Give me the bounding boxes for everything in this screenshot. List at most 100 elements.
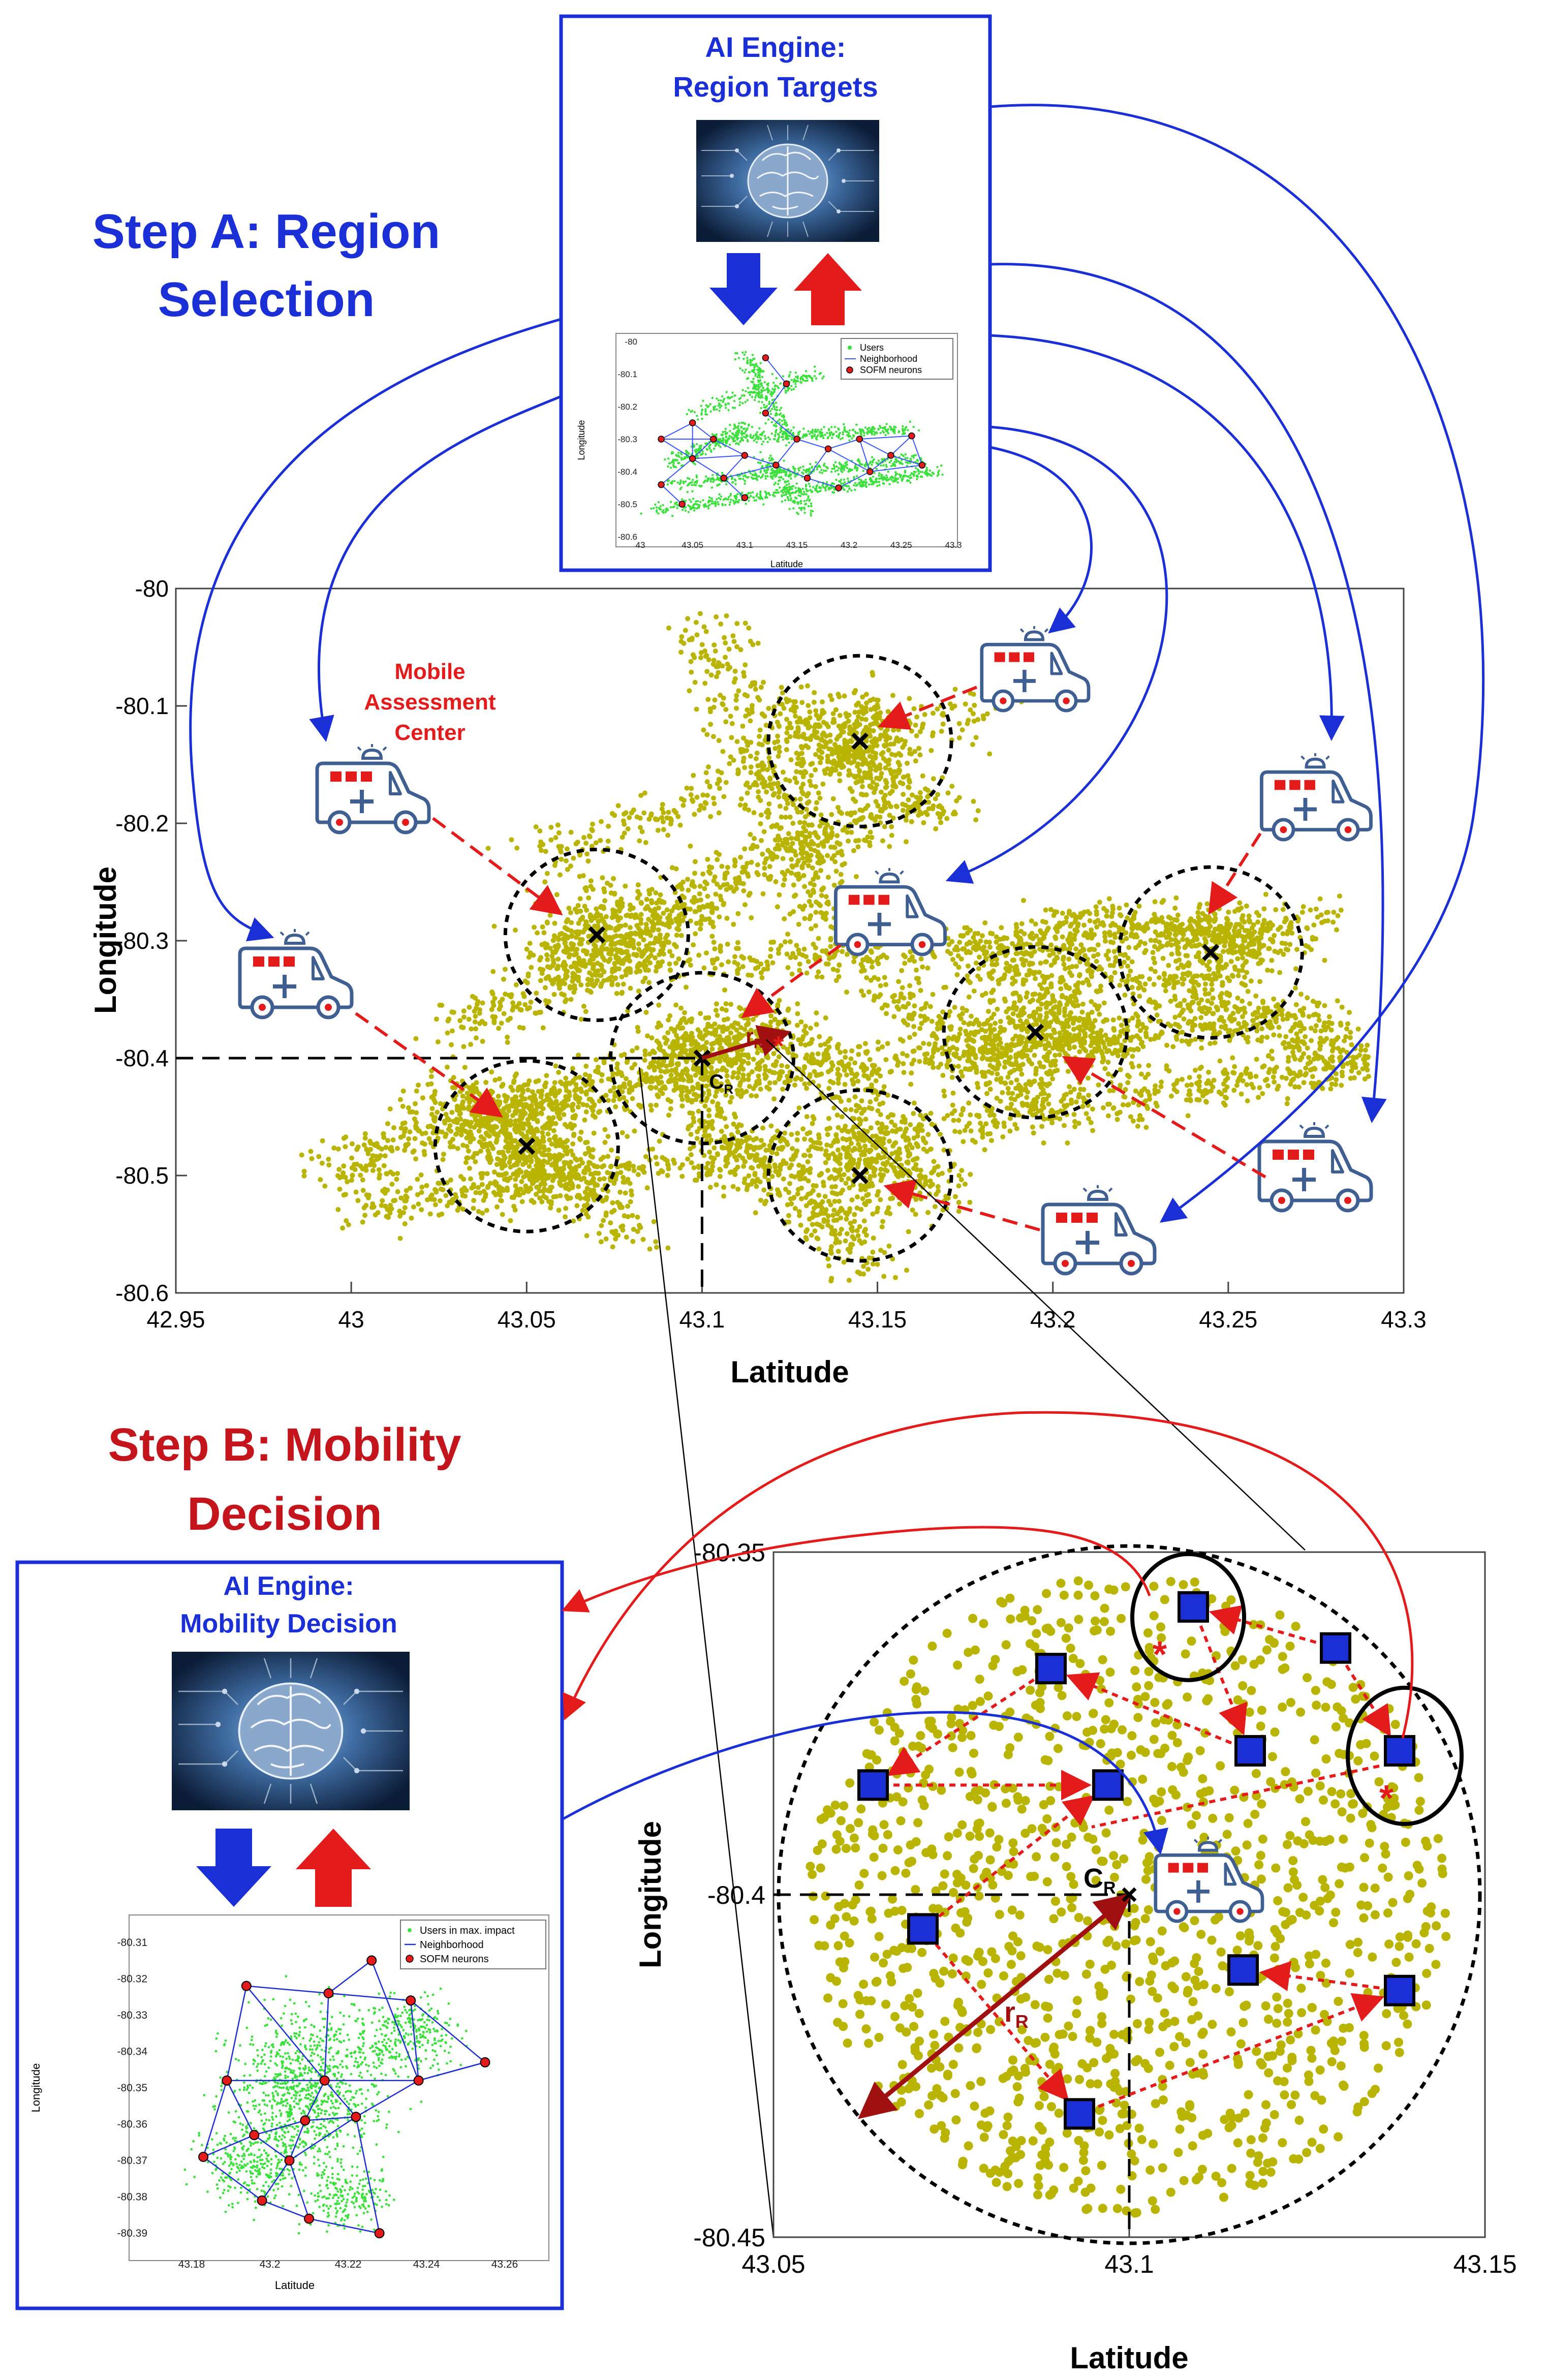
user-point — [696, 443, 698, 445]
user-point — [761, 376, 763, 378]
user-point — [806, 791, 811, 796]
user-point — [340, 1225, 345, 1230]
user-point — [1317, 1018, 1322, 1023]
user-point — [1305, 995, 1310, 1000]
user-point — [767, 864, 772, 869]
engine-a-title-line2: Region Targets — [673, 71, 878, 103]
user-point — [811, 380, 813, 382]
user-point — [800, 502, 802, 504]
user-point — [818, 868, 823, 873]
user-point — [771, 408, 773, 410]
user-point — [826, 875, 831, 880]
user-point — [824, 487, 826, 489]
user-point — [718, 497, 720, 499]
user-point — [872, 476, 874, 478]
user-point — [762, 386, 764, 388]
user-point — [918, 473, 920, 475]
user-point — [664, 458, 666, 460]
user-point — [673, 480, 675, 482]
user-point — [723, 640, 728, 645]
user-point — [825, 853, 830, 858]
user-point — [720, 440, 722, 442]
user-point — [742, 478, 744, 480]
user-point — [331, 1146, 336, 1151]
user-point — [749, 764, 754, 769]
user-point — [1068, 1090, 1073, 1095]
user-point — [699, 650, 704, 655]
user-point — [534, 1079, 539, 1084]
user-point — [864, 426, 866, 428]
user-point — [749, 860, 754, 865]
user-point — [758, 400, 760, 403]
user-point — [756, 376, 758, 378]
user-point — [786, 484, 788, 486]
user-point — [833, 468, 835, 470]
user-point — [728, 435, 730, 437]
user-point — [747, 435, 749, 437]
user-point — [736, 493, 738, 495]
user-point — [918, 429, 920, 431]
user-point — [792, 1083, 797, 1088]
user-point — [766, 396, 768, 398]
user-point — [676, 504, 678, 506]
user-point — [1276, 1084, 1281, 1089]
user-point — [708, 445, 710, 447]
user-point — [726, 391, 728, 393]
user-point — [907, 462, 909, 464]
user-point — [375, 1141, 380, 1146]
user-point — [694, 620, 699, 625]
user-point — [713, 409, 715, 411]
user-point — [558, 1116, 563, 1121]
user-point — [904, 839, 909, 844]
user-point — [793, 714, 798, 719]
user-point — [553, 1064, 559, 1069]
user-point — [363, 1131, 368, 1136]
user-point — [370, 1168, 376, 1173]
user-point — [812, 510, 814, 512]
user-point — [1107, 1088, 1112, 1093]
user-point — [918, 790, 923, 795]
user-point — [705, 894, 710, 899]
user-point — [483, 1080, 488, 1085]
user-point — [776, 377, 778, 379]
user-point — [893, 430, 895, 432]
user-point — [696, 476, 698, 478]
user-point — [734, 698, 739, 703]
user-point — [1145, 1106, 1150, 1111]
user-point — [966, 1043, 971, 1048]
user-point — [741, 394, 743, 396]
user-point — [400, 1104, 406, 1109]
user-point — [871, 427, 873, 429]
user-point — [709, 403, 711, 405]
user-point — [781, 882, 786, 887]
user-point — [780, 1087, 785, 1092]
user-point — [781, 856, 786, 861]
user-point — [806, 863, 811, 868]
user-point — [976, 1114, 981, 1119]
user-point — [876, 803, 881, 809]
user-point — [711, 478, 713, 480]
user-point — [761, 443, 763, 445]
user-point — [828, 428, 830, 430]
user-point — [544, 1073, 549, 1078]
user-point — [706, 869, 711, 874]
user-point — [757, 436, 759, 438]
user-point — [808, 483, 810, 485]
user-point — [773, 879, 779, 884]
user-point — [779, 486, 781, 488]
user-point — [793, 468, 795, 470]
user-point — [885, 479, 887, 481]
user-point — [776, 471, 778, 473]
user-point — [789, 488, 791, 490]
user-point — [938, 470, 940, 472]
user-point — [779, 825, 784, 830]
user-point — [743, 864, 748, 870]
user-point — [762, 503, 764, 505]
user-point — [623, 922, 628, 928]
user-point — [691, 942, 696, 947]
user-point — [718, 493, 720, 496]
user-point — [728, 754, 733, 759]
user-point — [682, 509, 684, 511]
user-point — [894, 475, 896, 477]
user-point — [787, 499, 789, 501]
